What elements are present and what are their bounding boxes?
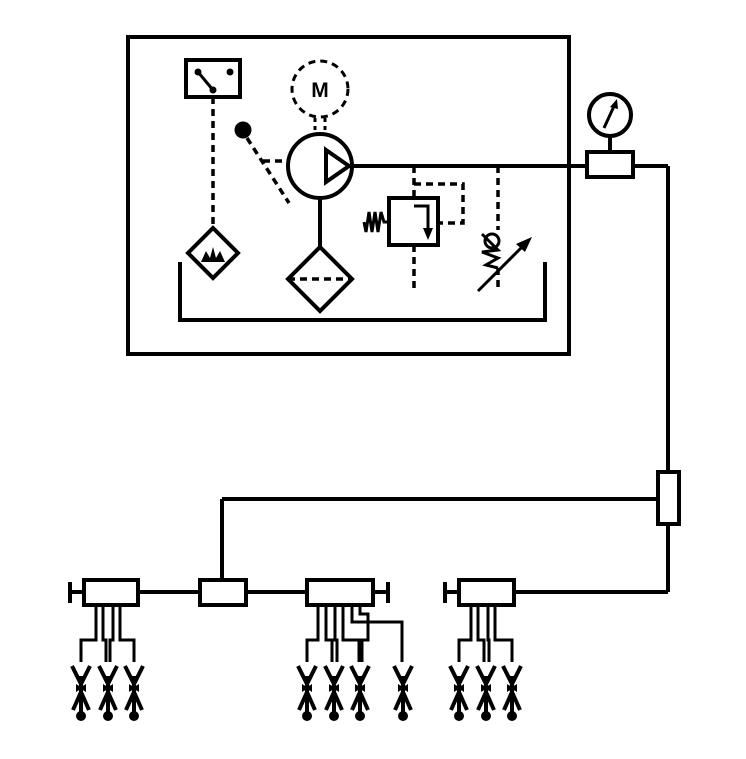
lubrication-nozzle (448, 665, 470, 721)
motor-label: M (311, 79, 329, 102)
distributor-manifold-1 (68, 578, 140, 607)
motor-shaft-coupling (313, 118, 327, 134)
lubrication-nozzle (296, 665, 318, 721)
lubrication-nozzle (97, 665, 119, 721)
manifold-2-outlet-lines (305, 605, 404, 662)
reservoir-tank (178, 262, 547, 322)
gauge-connector-block (585, 150, 635, 179)
lubrication-nozzle (123, 665, 145, 721)
lubrication-points (70, 665, 523, 721)
suction-filter (285, 244, 355, 314)
main-distributor-block (656, 470, 681, 526)
manifold-3-outlet-lines (457, 605, 514, 662)
adjustable-check-valve (476, 166, 532, 293)
lubrication-nozzle (70, 665, 92, 721)
hydraulic-pump (286, 132, 354, 200)
float-level-sensor (185, 225, 241, 281)
manifold-1-outlet-lines (79, 605, 136, 662)
pump-unit-housing (126, 35, 571, 356)
level-switch (184, 58, 242, 99)
pressure-relief-valve (362, 166, 465, 293)
lubrication-nozzle (323, 665, 345, 721)
distributor-manifold-3 (443, 578, 516, 607)
pressure-gauge (587, 92, 633, 152)
electric-motor: M (290, 59, 350, 119)
lubrication-nozzle (475, 665, 497, 721)
manual-lever (234, 121, 291, 204)
lubrication-nozzle (501, 665, 523, 721)
lubrication-nozzle (349, 665, 371, 721)
distributor-manifold-2 (305, 578, 390, 607)
tee-connector-block (198, 578, 248, 607)
lubrication-nozzle (392, 665, 414, 721)
